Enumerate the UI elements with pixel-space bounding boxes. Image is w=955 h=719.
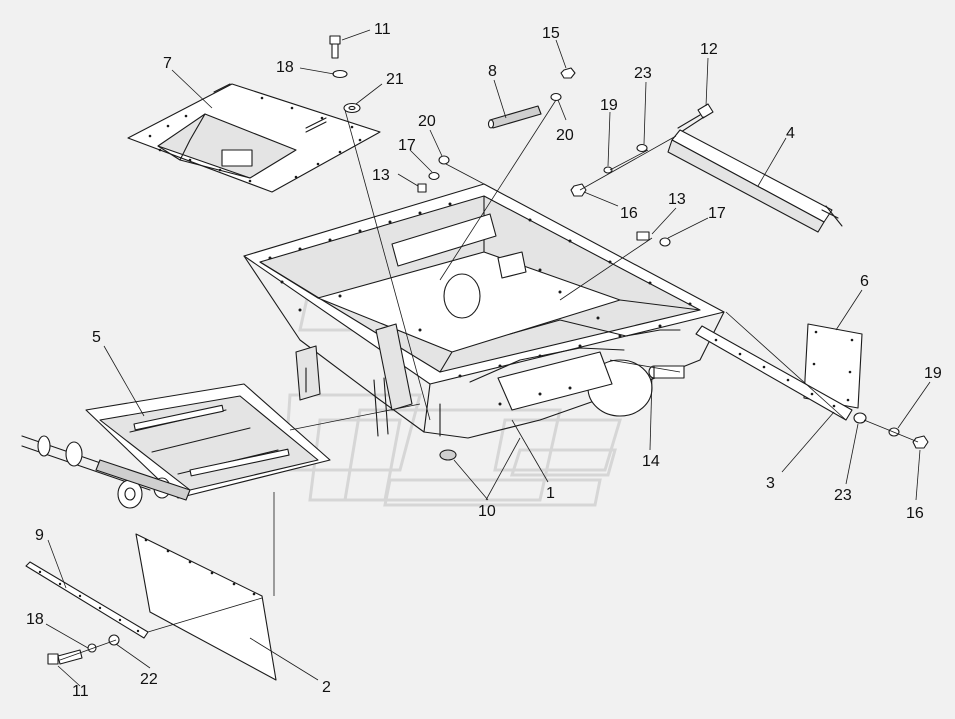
washer-17-left: [428, 171, 440, 181]
callout-18-bottom: 18: [26, 611, 44, 628]
callout-16-top: 16: [620, 205, 638, 222]
callout-labels: 11 18 21 7 8 15 20 23 12 19 4 20 17 13 1…: [26, 21, 942, 700]
washer-18-top: [332, 69, 348, 79]
part-4-angle-bar: [667, 129, 843, 233]
washer-17-right: [659, 237, 671, 247]
callout-21: 21: [386, 71, 404, 88]
callout-17-right: 17: [708, 205, 726, 222]
callout-19-right: 19: [924, 365, 942, 382]
washer-20-mid: [438, 155, 450, 165]
callout-20-top: 20: [556, 127, 574, 144]
part-9-strip: [25, 561, 149, 639]
callout-2: 2: [322, 679, 331, 696]
part-5-bottom-frame: [21, 383, 331, 509]
callout-16-right: 16: [906, 505, 924, 522]
part-2-bottom-plate: [135, 533, 277, 681]
washer-23-right: [853, 412, 867, 424]
part-6-side-plate: [803, 323, 863, 409]
callout-22: 22: [140, 671, 158, 688]
washer-23-top: [636, 143, 648, 153]
part-1-main-frame: [243, 183, 725, 439]
callout-5: 5: [92, 329, 101, 346]
callout-3: 3: [766, 475, 775, 492]
callout-7: 7: [163, 55, 172, 72]
callout-leaders: [45, 29, 931, 687]
callout-10: 10: [478, 503, 496, 520]
callout-11-bottom: 11: [72, 683, 89, 700]
callout-23-top: 23: [634, 65, 652, 82]
callout-19-top: 19: [600, 97, 618, 114]
washer-22: [108, 634, 120, 646]
callout-17-left: 17: [398, 137, 416, 154]
bolt-12: [677, 103, 714, 133]
bolt-13-left: [417, 183, 427, 193]
part-7-top-cover: [127, 83, 381, 193]
part-8-shaft: [487, 105, 542, 129]
part-3-strip: [695, 325, 853, 421]
callout-14: 14: [642, 453, 660, 470]
callout-18-top: 18: [276, 59, 294, 76]
part-10-plug: [439, 449, 457, 461]
callout-13-right: 13: [668, 191, 686, 208]
callout-20-mid: 20: [418, 113, 436, 130]
bolt-11-bottom: [47, 649, 83, 665]
washer-21: [343, 102, 361, 114]
callout-1: 1: [546, 485, 555, 502]
nut-15: [560, 67, 576, 79]
callout-15: 15: [542, 25, 560, 42]
nut-16-top: [570, 183, 587, 197]
callout-11-top: 11: [374, 21, 391, 38]
callout-13-left: 13: [372, 167, 390, 184]
bolt-11-top: [329, 35, 341, 59]
assembly-lines: [59, 99, 919, 661]
washer-20-top: [550, 92, 562, 102]
callout-4: 4: [786, 125, 795, 142]
callout-12: 12: [700, 41, 718, 58]
nut-19-top: [603, 166, 613, 174]
nut-16-right: [912, 435, 929, 449]
bolt-13-right: [636, 231, 650, 241]
callout-8: 8: [488, 63, 497, 80]
callout-9: 9: [35, 527, 44, 544]
callout-6: 6: [860, 273, 869, 290]
washer-18-bottom: [87, 643, 97, 653]
callout-23-right: 23: [834, 487, 852, 504]
